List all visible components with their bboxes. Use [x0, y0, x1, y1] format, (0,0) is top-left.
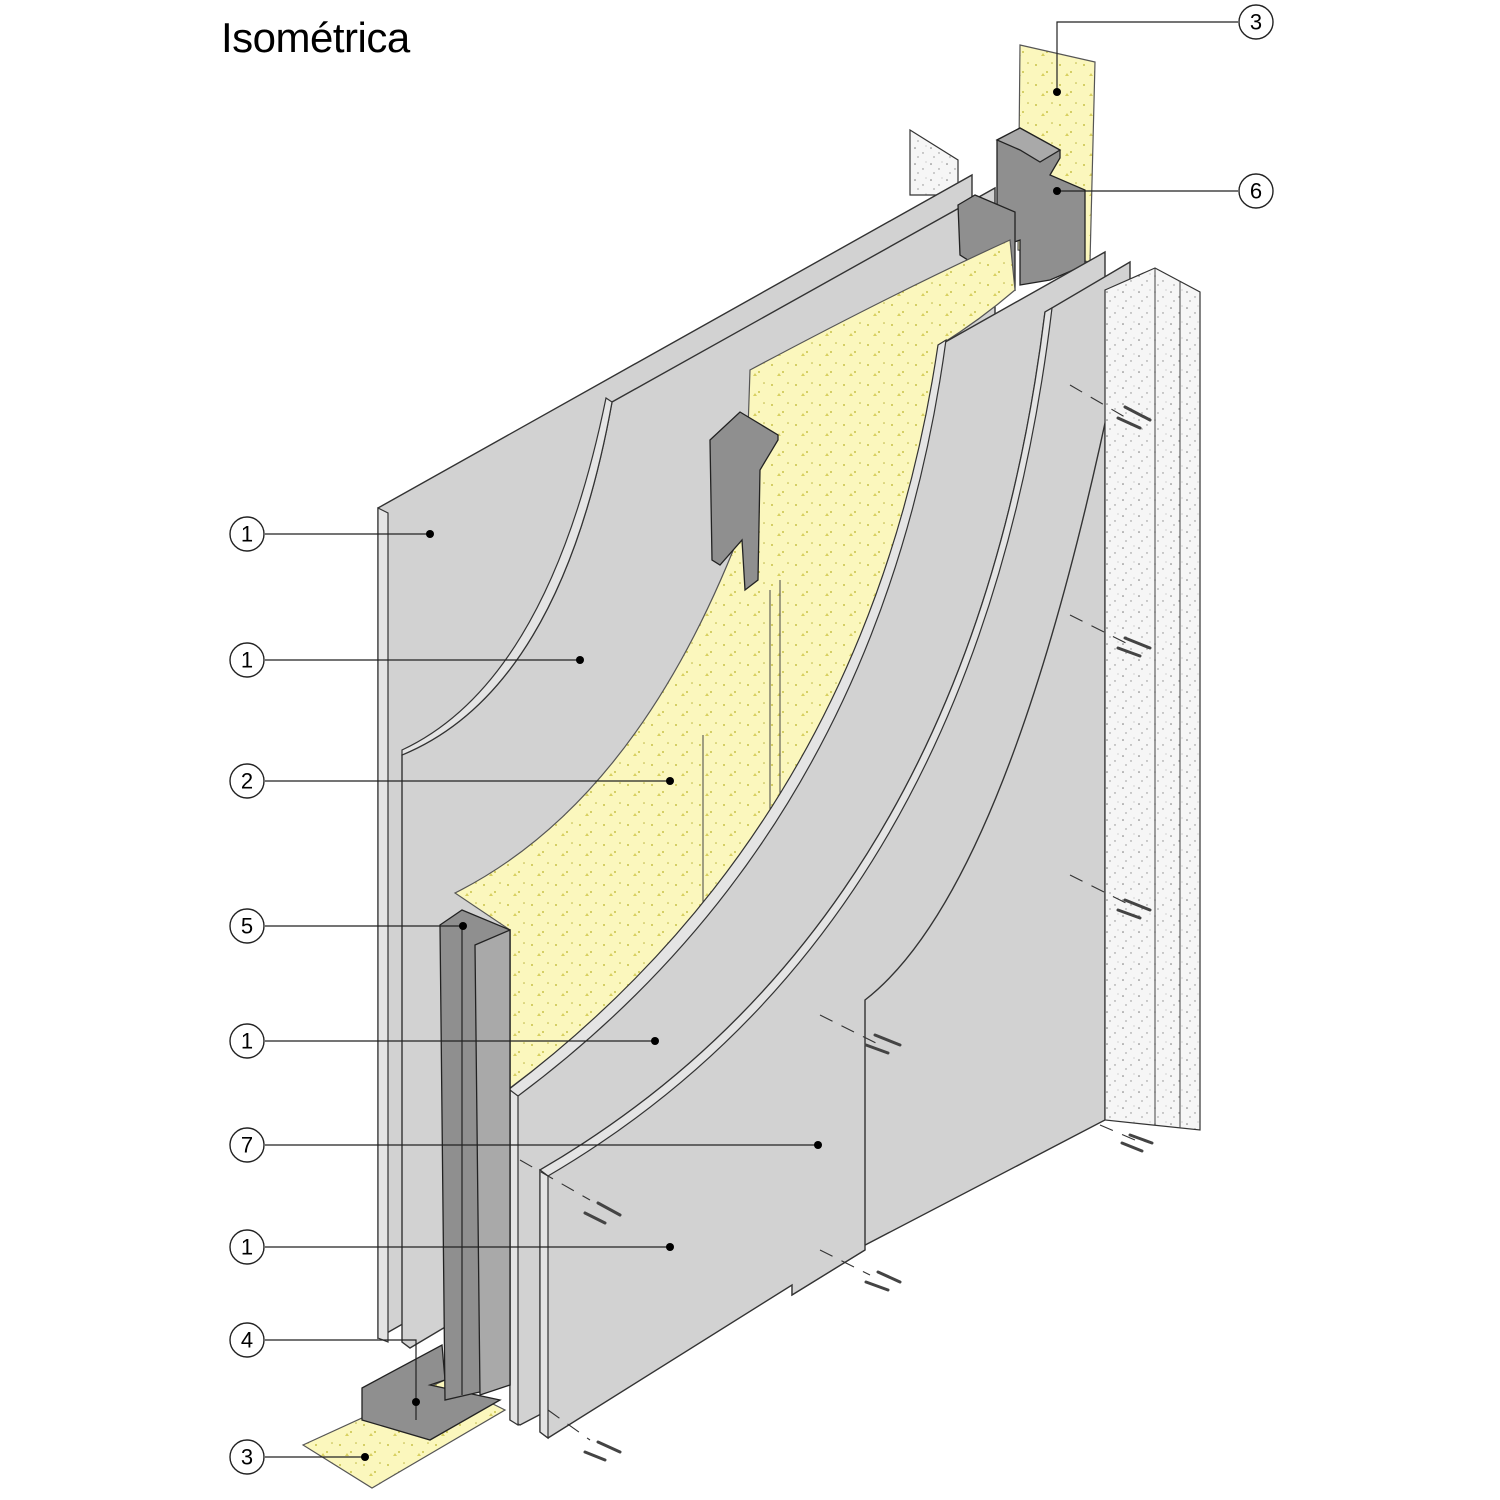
svg-text:1: 1: [241, 1029, 253, 1054]
svg-text:1: 1: [241, 648, 253, 673]
callout-5: 5: [229, 908, 265, 944]
back-wall-top: [909, 128, 959, 196]
callout-1b: 1: [229, 642, 265, 678]
callout-4: 4: [229, 1322, 265, 1358]
svg-text:6: 6: [1250, 179, 1262, 204]
drawing-title: Isométrica: [221, 14, 410, 61]
screws: [519, 384, 1154, 1462]
callout-1d: 1: [229, 1229, 265, 1265]
callout-3-top: 3: [1238, 4, 1274, 40]
callout-2: 2: [229, 763, 265, 799]
vertical-stud: [439, 909, 511, 1401]
callout-1c: 1: [229, 1023, 265, 1059]
callout-7: 7: [229, 1127, 265, 1163]
svg-text:3: 3: [1250, 10, 1262, 35]
svg-text:1: 1: [241, 522, 253, 547]
svg-text:7: 7: [241, 1133, 253, 1158]
svg-text:3: 3: [241, 1445, 253, 1470]
svg-text:4: 4: [241, 1328, 253, 1353]
svg-text:2: 2: [241, 769, 253, 794]
leaders: [265, 21, 1238, 1461]
callout-1a: 1: [229, 516, 265, 552]
callout-6: 6: [1238, 173, 1274, 209]
svg-text:1: 1: [241, 1235, 253, 1260]
svg-text:5: 5: [241, 914, 253, 939]
callout-3-bottom: 3: [229, 1439, 265, 1475]
side-masonry-wall: [1104, 267, 1201, 1131]
stud-upper: [702, 411, 781, 920]
